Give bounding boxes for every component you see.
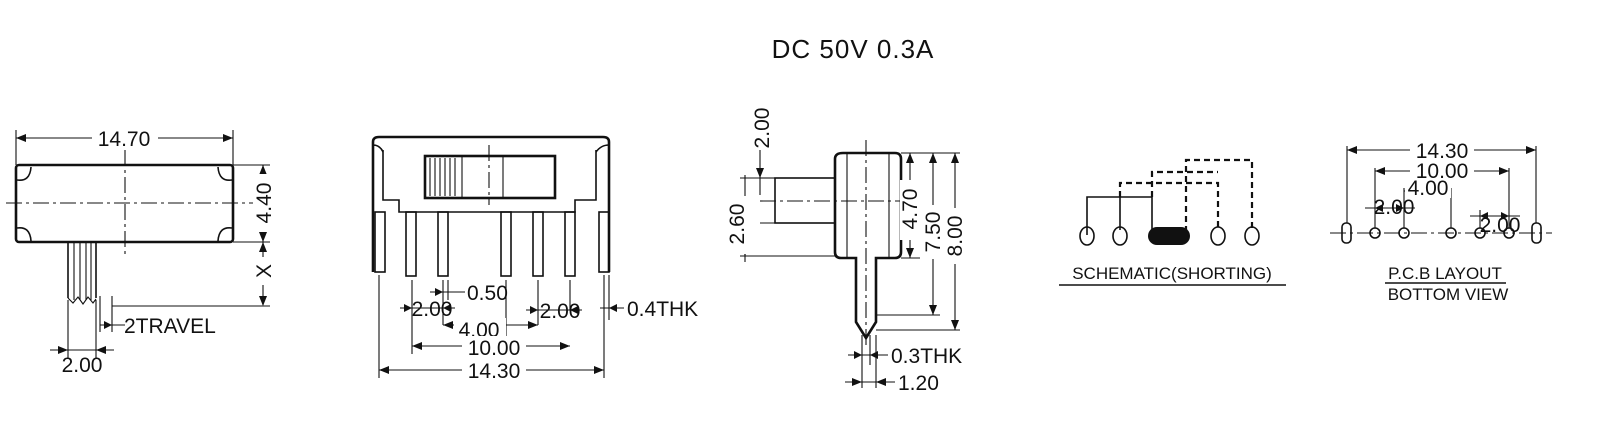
side-thickness-dim: 0.4THK — [627, 298, 698, 321]
end-knob-height-dim: 2.60 — [726, 204, 749, 245]
side-overall-dim: 14.30 — [468, 360, 521, 383]
schematic-terminal-6 — [1244, 226, 1260, 246]
front-travel-dim: 2TRAVEL — [124, 315, 216, 338]
end-pin-width-dim: 1.20 — [898, 372, 939, 395]
front-x-label: X — [253, 264, 276, 278]
end-body-height-dim: 4.70 — [899, 189, 922, 230]
pcb-overall-dim: 14.30 — [1416, 140, 1469, 163]
side-gap-dim: 0.50 — [467, 282, 508, 305]
side-pitch-right-dim: 2.00 — [540, 300, 581, 323]
front-width-dim: 14.70 — [98, 128, 151, 151]
pcb-subtitle: BOTTOM VIEW — [1388, 285, 1509, 304]
end-overall-height-dim: 8.00 — [944, 216, 967, 257]
front-height-dim: 4.40 — [253, 183, 276, 224]
end-view: 2.00 2.60 4.70 7.50 8.00 — [726, 108, 967, 395]
end-body — [833, 151, 903, 341]
side-pitch-left-dim: 2.00 — [412, 298, 453, 321]
schematic-terminal-5 — [1210, 226, 1226, 246]
schematic: SCHEMATIC(SHORTING) — [1059, 158, 1286, 286]
schematic-label: SCHEMATIC(SHORTING) — [1072, 264, 1272, 283]
pcb-right-pitch-dim: 2.00 — [1480, 214, 1521, 237]
pcb-inner-dim: 4.00 — [1408, 177, 1449, 200]
schematic-terminal-2 — [1112, 226, 1128, 246]
side-housing — [382, 150, 597, 213]
side-view: 0.50 2.00 2.00 0.4THK 4.00 10.00 14.30 — [371, 135, 698, 383]
pcb-left-pitch-dim: 2.00 — [1374, 196, 1415, 219]
end-pin-thickness-dim: 0.3THK — [891, 345, 962, 368]
front-actuator-dim: 2.00 — [62, 354, 103, 377]
side-pins — [374, 211, 610, 277]
side-slider — [423, 154, 557, 200]
schematic-contact-bar — [1148, 227, 1190, 245]
pcb-mid-dim: 10.00 — [1416, 160, 1469, 183]
side-mid-span-dim: 10.00 — [468, 337, 521, 360]
front-actuator — [67, 243, 97, 298]
pcb-title: P.C.B LAYOUT — [1388, 264, 1502, 283]
rating-text: DC 50V 0.3A — [772, 34, 935, 64]
side-frame — [371, 135, 611, 272]
front-view: 14.70 4.40 X 2TRAVEL 2.00 — [6, 125, 277, 377]
end-knob-top-dim: 2.00 — [751, 108, 774, 149]
end-total-height-dim: 7.50 — [922, 212, 945, 253]
pcb-layout: 14.30 10.00 4.00 2.00 2.00 P.C.B LAYOUT … — [1330, 140, 1552, 304]
schematic-terminal-1 — [1079, 226, 1095, 246]
